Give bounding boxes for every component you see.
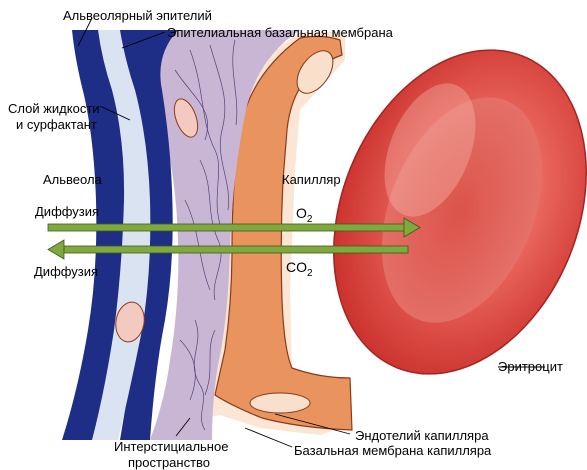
label-alveolus: Альвеола xyxy=(43,172,103,187)
label-erythrocyte: Эритроцит xyxy=(498,359,563,374)
label-interstitial-line2: пространство xyxy=(128,455,210,470)
label-o2-subscript: 2 xyxy=(307,214,313,225)
label-alveolar-epithelium: Альвеолярный эпителий xyxy=(63,8,212,23)
label-co2-subscript: 2 xyxy=(307,268,313,279)
label-diffusion-o2: Диффузия xyxy=(35,204,99,219)
label-capillary-basement-membrane: Базальная мембрана капилляра xyxy=(294,443,492,458)
endothelial-nucleus xyxy=(250,393,310,413)
label-diffusion-co2: Диффузия xyxy=(34,264,98,279)
label-fluid-layer-line2: и сурфактант xyxy=(16,117,97,132)
label-capillary-endothelium: Эндотелий капилляра xyxy=(355,428,489,443)
alveolar-capillary-membrane xyxy=(62,30,352,440)
label-capillary: Капилляр xyxy=(282,172,341,187)
label-interstitial-line1: Интерстициальное xyxy=(114,439,228,454)
label-epithelial-basement-membrane: Эпителиальная базальная мембрана xyxy=(167,25,394,40)
label-o2: O2 xyxy=(296,205,313,225)
label-fluid-layer-line1: Слой жидкости xyxy=(8,101,100,116)
